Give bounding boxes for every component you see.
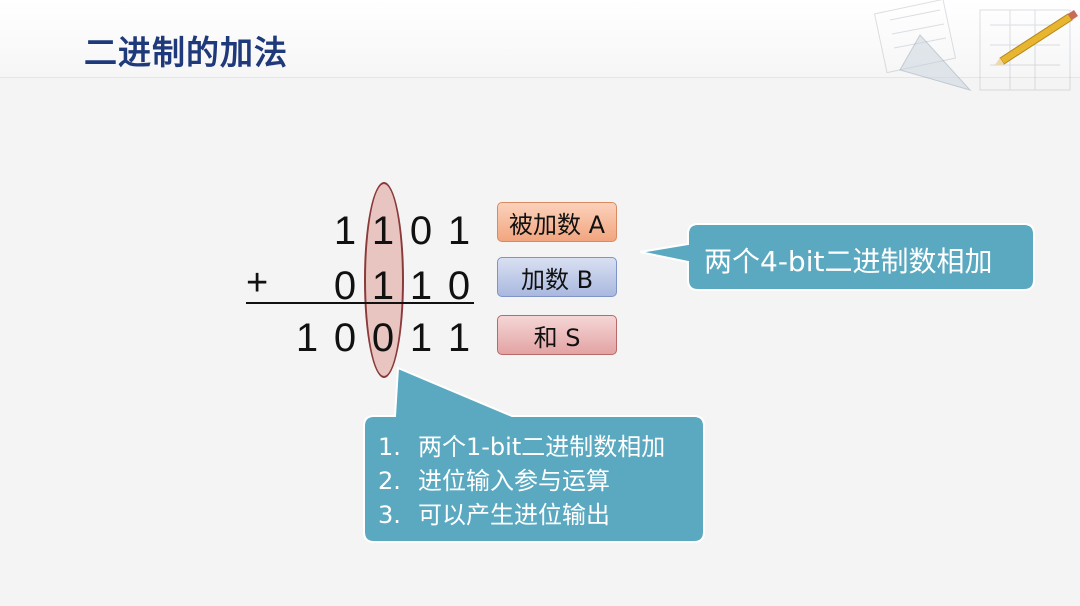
column-highlight-ellipse xyxy=(364,182,404,378)
top-callout-shape xyxy=(639,223,1035,291)
operand-a-digit: 1 xyxy=(447,209,471,253)
sum-digit: 0 xyxy=(333,316,357,360)
top-callout-text: 两个4-bit二进制数相加 xyxy=(704,245,993,278)
step-number: 3. xyxy=(378,501,401,529)
step-item: 1. 两个1-bit二进制数相加 xyxy=(378,430,665,464)
sum-digit: 1 xyxy=(295,316,319,360)
operand-b-digit: 0 xyxy=(333,264,357,308)
operand-b-digit: 1 xyxy=(409,264,433,308)
drafting-tools-decoration xyxy=(873,0,1078,91)
header-bar xyxy=(0,0,1080,78)
label-sum-s: 和 S xyxy=(497,315,617,355)
step-text: 两个1-bit二进制数相加 xyxy=(418,433,666,461)
operand-a-digit: 1 xyxy=(371,209,395,253)
step-text: 可以产生进位输出 xyxy=(418,501,610,529)
operand-a-digit: 1 xyxy=(333,209,357,253)
step-item: 2. 进位输入参与运算 xyxy=(378,464,665,498)
label-addend-b: 加数 B xyxy=(497,257,617,297)
step-item: 3. 可以产生进位输出 xyxy=(378,498,665,532)
slide-title: 二进制的加法 xyxy=(84,33,288,72)
pencil-icon xyxy=(994,10,1078,66)
step-number: 2. xyxy=(378,467,401,495)
sum-digit: 0 xyxy=(371,316,395,360)
sum-digit: 1 xyxy=(409,316,433,360)
label-addend-a: 被加数 A xyxy=(497,202,617,242)
sum-line xyxy=(246,302,474,304)
operand-b-digit: 1 xyxy=(371,264,395,308)
bottom-callout-shape xyxy=(363,366,705,543)
operand-b-digit: 0 xyxy=(447,264,471,308)
step-number: 1. xyxy=(378,433,401,461)
plus-operator: + xyxy=(246,262,269,304)
operand-a-digit: 0 xyxy=(409,209,433,253)
steps-list: 1. 两个1-bit二进制数相加 2. 进位输入参与运算 3. 可以产生进位输出 xyxy=(378,430,665,532)
sum-digit: 1 xyxy=(447,316,471,360)
step-text: 进位输入参与运算 xyxy=(418,467,610,495)
